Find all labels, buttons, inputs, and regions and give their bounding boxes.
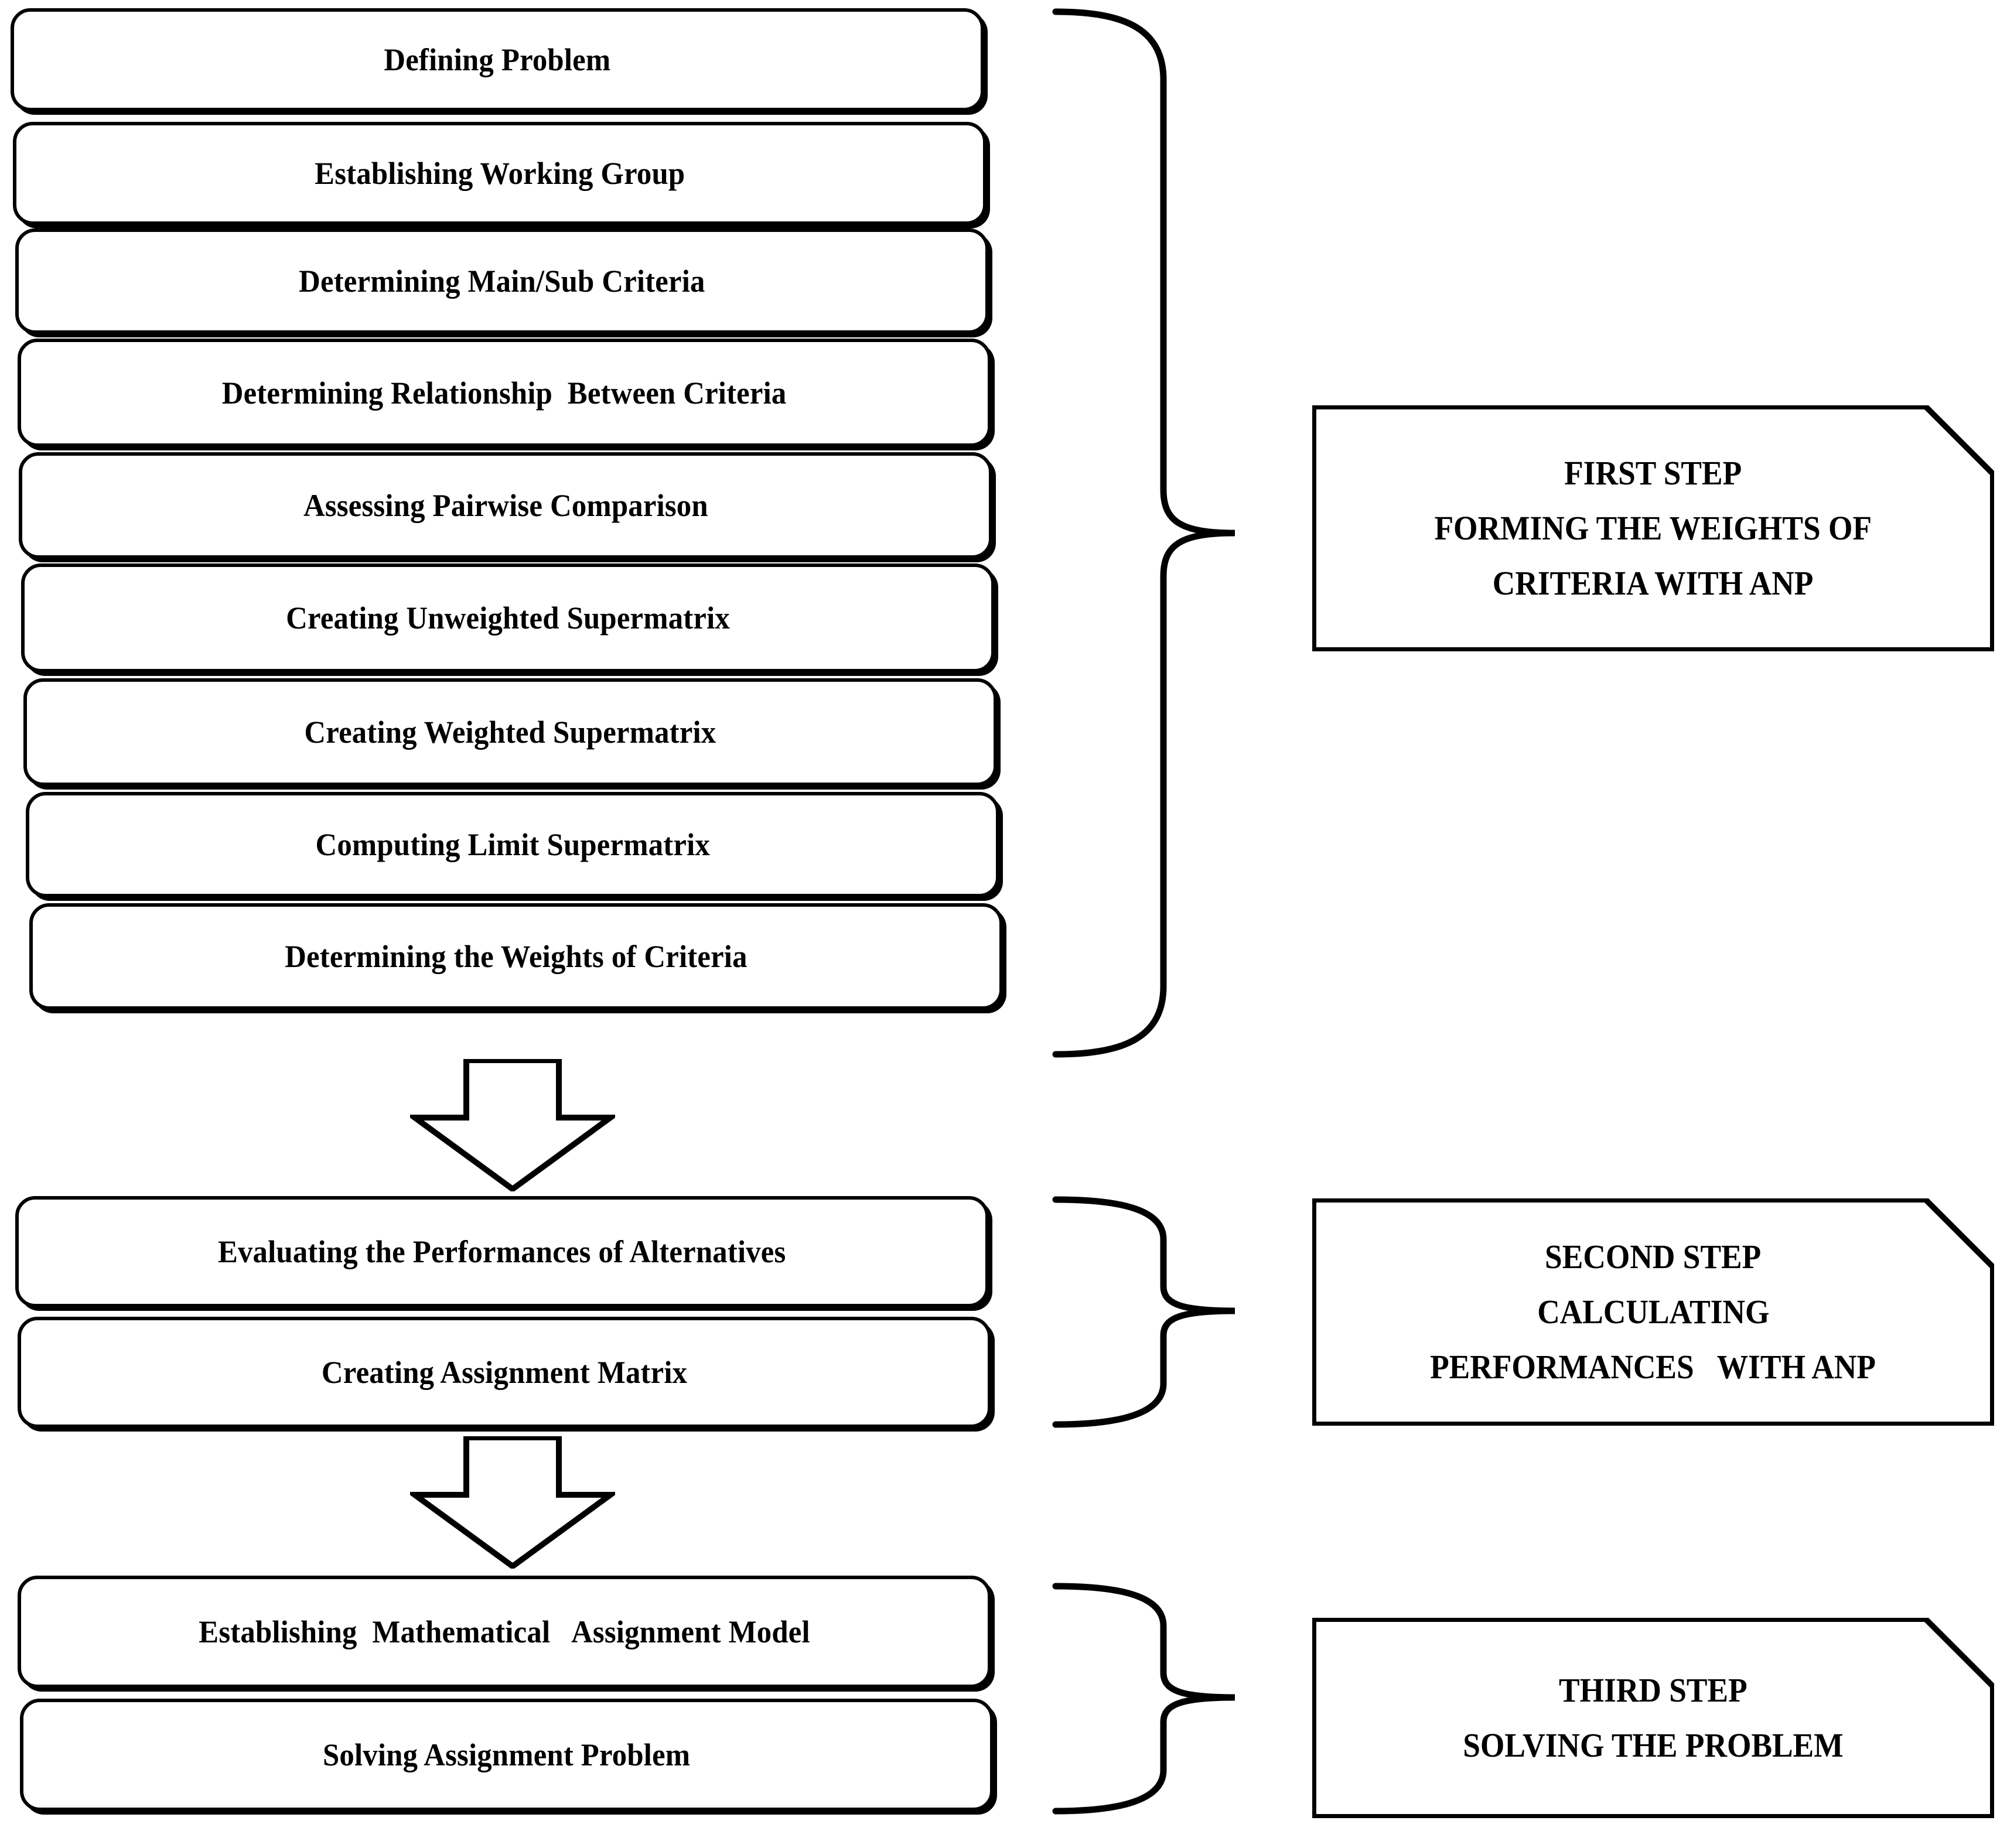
process-box-creating-weighted[interactable]: Creating Weighted Supermatrix — [23, 678, 997, 786]
process-box-computing-limit[interactable]: Computing Limit Supermatrix — [26, 792, 999, 897]
process-box-creating-unweighted[interactable]: Creating Unweighted Supermatrix — [21, 563, 995, 672]
stage-box-second-step[interactable]: SECOND STEP CALCULATING PERFORMANCES WIT… — [1312, 1198, 1994, 1426]
process-label: Defining Problem — [384, 42, 611, 77]
process-box-evaluating-performances[interactable]: Evaluating the Performances of Alternati… — [15, 1196, 989, 1307]
stage-line: THIRD STEP — [1559, 1671, 1747, 1710]
process-box-solving-assignment-problem[interactable]: Solving Assignment Problem — [20, 1699, 994, 1811]
process-box-establishing-working-group[interactable]: Establishing Working Group — [13, 122, 987, 225]
process-box-determining-relationship[interactable]: Determining Relationship Between Criteri… — [18, 339, 991, 447]
stage-box-third-step-inner: THIRD STEP SOLVING THE PROBLEM — [1316, 1622, 1990, 1814]
process-label: Creating Assignment Matrix — [321, 1355, 688, 1390]
process-box-assessing-pairwise[interactable]: Assessing Pairwise Comparison — [19, 452, 992, 559]
stage-box-first-step[interactable]: FIRST STEP FORMING THE WEIGHTS OF CRITER… — [1312, 405, 1994, 651]
process-box-determining-weights[interactable]: Determining the Weights of Criteria — [29, 903, 1003, 1010]
stage-box-second-step-inner: SECOND STEP CALCULATING PERFORMANCES WIT… — [1316, 1203, 1990, 1422]
stage-line: SECOND STEP — [1545, 1238, 1762, 1276]
process-box-determining-main-sub-criteria[interactable]: Determining Main/Sub Criteria — [15, 228, 989, 334]
process-box-creating-assignment-matrix[interactable]: Creating Assignment Matrix — [18, 1317, 991, 1428]
process-label: Determining Relationship Between Criteri… — [222, 375, 787, 411]
stage-line: CALCULATING — [1537, 1293, 1770, 1331]
stage-box-third-step[interactable]: THIRD STEP SOLVING THE PROBLEM — [1312, 1618, 1994, 1818]
stage-line: PERFORMANCES WITH ANP — [1430, 1347, 1876, 1386]
process-label: Creating Unweighted Supermatrix — [286, 600, 730, 636]
process-label: Computing Limit Supermatrix — [315, 827, 710, 862]
stage-line: FORMING THE WEIGHTS OF — [1434, 509, 1872, 548]
process-label: Establishing Mathematical Assignment Mod… — [199, 1614, 810, 1649]
stage-box-first-step-inner: FIRST STEP FORMING THE WEIGHTS OF CRITER… — [1316, 409, 1990, 647]
brace-second-step — [1049, 1195, 1242, 1429]
down-arrow-to-third-stage — [410, 1436, 615, 1569]
process-label: Evaluating the Performances of Alternati… — [218, 1234, 786, 1269]
process-label: Determining Main/Sub Criteria — [299, 264, 705, 299]
process-label: Creating Weighted Supermatrix — [304, 715, 716, 750]
stage-line: SOLVING THE PROBLEM — [1463, 1726, 1844, 1764]
brace-third-step — [1049, 1581, 1242, 1816]
down-arrow-to-second-stage — [410, 1059, 615, 1191]
process-box-defining-problem[interactable]: Defining Problem — [11, 8, 984, 111]
process-label: Solving Assignment Problem — [323, 1737, 691, 1772]
stage-line: FIRST STEP — [1564, 454, 1742, 493]
process-box-establishing-math-model[interactable]: Establishing Mathematical Assignment Mod… — [18, 1576, 991, 1688]
brace-first-step — [1049, 6, 1242, 1060]
process-label: Determining the Weights of Criteria — [285, 939, 747, 974]
process-label: Establishing Working Group — [314, 156, 685, 191]
stage-line: CRITERIA WITH ANP — [1493, 563, 1814, 602]
process-label: Assessing Pairwise Comparison — [303, 488, 708, 523]
